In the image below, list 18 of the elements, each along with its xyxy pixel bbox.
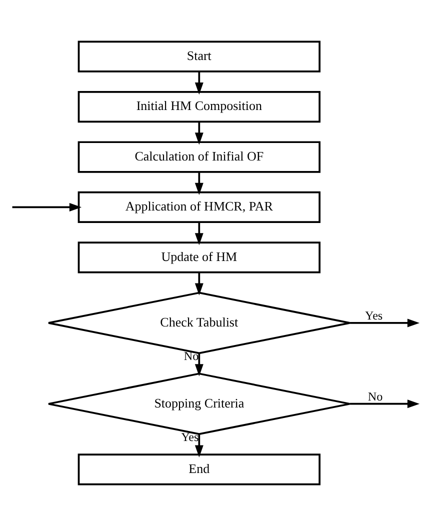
node-box: Application of HMCR, PAR (78, 190, 320, 223)
node-box: Update of HM (78, 241, 320, 273)
arrow (194, 272, 204, 295)
node-box: End (78, 453, 320, 485)
arrow (350, 318, 420, 327)
node-box: Calculation of Inifial OF (78, 140, 320, 172)
edge-label: No (368, 389, 383, 404)
node-box: Start (78, 40, 320, 72)
arrow (194, 171, 204, 194)
arrow (350, 399, 420, 408)
edge-label: Yes (365, 308, 383, 322)
arrow (194, 434, 204, 457)
arrow (194, 222, 204, 245)
arrow (194, 71, 204, 94)
node-box: Initial HM Composition (78, 90, 320, 122)
arrow (12, 202, 82, 211)
arrow (194, 121, 204, 144)
arrow (194, 352, 204, 376)
